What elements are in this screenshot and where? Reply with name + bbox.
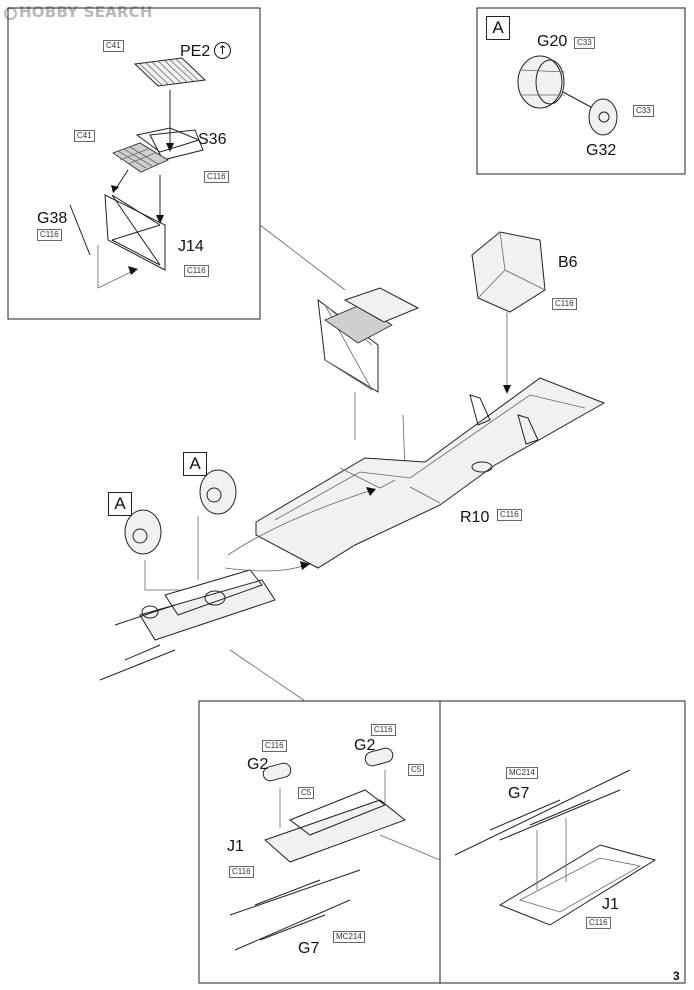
label-g2-left: G2 — [247, 756, 269, 773]
label-r10: R10 — [460, 509, 490, 526]
code-c116-j1-left: C116 — [229, 866, 254, 878]
pe2-grille-drawing — [133, 57, 207, 152]
label-g38: G38 — [37, 210, 68, 227]
code-c41-top: C41 — [103, 40, 124, 52]
code-c116-g2-left: C116 — [262, 740, 287, 752]
label-b6: B6 — [558, 254, 578, 271]
code-c5-right: C5 — [408, 764, 425, 776]
rotate-icon: ↑ — [214, 42, 231, 59]
assembled-stand-drawing — [317, 287, 420, 476]
callout-a-inset: A — [486, 16, 510, 40]
code-c116-g38: C116 — [37, 229, 62, 241]
code-c33-g20: C33 — [574, 37, 595, 49]
r10-floor-drawing — [255, 377, 606, 569]
a-hub-drawing — [124, 469, 237, 591]
code-c5-left: C5 — [298, 787, 315, 799]
s36-tread-plate-drawing — [112, 127, 204, 173]
code-c116-r10: C116 — [497, 509, 522, 521]
label-j1-right: J1 — [602, 896, 619, 913]
bottom-right-inset-drawing — [454, 769, 657, 926]
code-mc214-right: MC214 — [506, 767, 538, 779]
g20-g32-drawing — [517, 55, 618, 136]
page-number: 3 — [673, 969, 680, 983]
j14-stand-drawing — [69, 169, 166, 289]
label-s36: S36 — [198, 131, 227, 148]
label-g32: G32 — [586, 142, 617, 159]
label-g2-right: G2 — [354, 737, 376, 754]
label-j1-left: J1 — [227, 838, 244, 855]
label-pe2: PE2 — [180, 43, 211, 60]
inset-a-frame — [476, 7, 686, 175]
code-c116-b6: C116 — [552, 298, 577, 310]
label-j14: J14 — [178, 238, 204, 255]
b6-block-drawing — [471, 231, 546, 394]
code-c41-plate: C41 — [74, 130, 95, 142]
inset-step-frame — [7, 7, 261, 320]
code-c116-g2-right: C116 — [371, 724, 396, 736]
code-c33-g32: C33 — [633, 105, 654, 117]
label-g7-left: G7 — [298, 940, 320, 957]
leader-line — [259, 224, 346, 291]
code-c116-j1-right: C116 — [586, 917, 611, 929]
code-c116-s36: C116 — [204, 171, 229, 183]
code-mc214-left: MC214 — [333, 931, 365, 943]
callout-a-lower: A — [108, 492, 132, 516]
bottom-left-inset-drawing — [229, 747, 407, 951]
label-g7-right: G7 — [508, 785, 530, 802]
chassis-assembly-drawing — [99, 487, 376, 681]
code-c116-j14: C116 — [184, 265, 209, 277]
label-g20: G20 — [537, 33, 568, 50]
callout-a-upper: A — [183, 452, 207, 476]
inset-bottom-right-frame — [440, 700, 686, 984]
